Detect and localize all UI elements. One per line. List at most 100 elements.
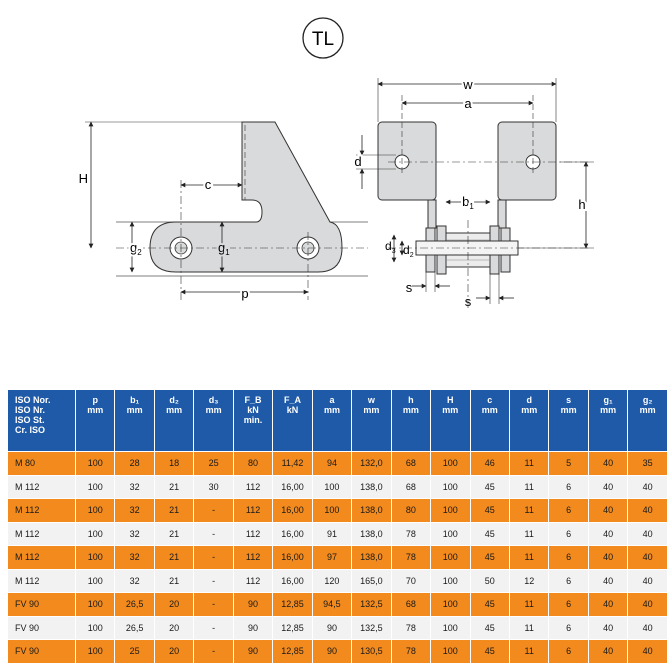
table-cell: 80 [233, 451, 274, 475]
table-cell: 16,00 [272, 474, 313, 499]
column-header-label: d₃ [208, 395, 219, 405]
table-cell: 100 [312, 498, 353, 522]
column-header-label: d [526, 395, 532, 405]
table-cell: 11 [509, 498, 550, 522]
table-cell: 50 [470, 568, 510, 593]
table-cell: 130,5 [351, 639, 392, 663]
column-header-unit: mm [126, 405, 143, 415]
table-cell: 45 [470, 498, 510, 522]
column-header-label: h [408, 395, 414, 405]
column-header-unit: mm [87, 405, 104, 415]
table-cell: 100 [430, 474, 471, 499]
column-header-unit: kN [286, 405, 299, 415]
table-cell: 40 [627, 639, 668, 663]
table-cell: 21 [154, 568, 195, 593]
table-cell: 12,85 [272, 592, 313, 616]
table-cell: 11 [509, 474, 550, 499]
column-header-unit: mm [205, 405, 222, 415]
table-cell: 32 [114, 521, 155, 546]
table-cell: 32 [114, 568, 155, 593]
column-header-unit: mm [600, 405, 617, 415]
dim-label-d2: d2 [403, 243, 414, 259]
table-cell: 6 [548, 521, 589, 546]
table-cell: 80 [391, 498, 432, 522]
column-header-unit: mm [560, 405, 577, 415]
table-cell: 25 [193, 451, 234, 475]
table-cell: - [193, 568, 234, 593]
table-cell: 40 [588, 498, 629, 522]
table-cell: 100 [75, 474, 116, 499]
table-cell: 45 [470, 474, 510, 499]
column-header-label: c [487, 395, 493, 405]
table-cell: 70 [391, 568, 432, 593]
table-cell: 40 [627, 521, 668, 546]
column-header-label: g₁ [603, 395, 613, 405]
table-cell: 40 [588, 474, 629, 499]
table-cell: 16,00 [272, 545, 313, 569]
side-view: H c g2 g1 p [79, 121, 368, 303]
table-cell: - [193, 592, 234, 616]
table-cell: 112 [233, 498, 274, 522]
dim-label-h: h [578, 197, 585, 212]
table-cell: - [193, 639, 234, 663]
table-cell: 78 [391, 521, 432, 546]
column-header-label: p [92, 395, 98, 405]
table-cell: 100 [430, 639, 471, 663]
table-cell: 11 [509, 451, 550, 475]
dim-label-d: d [354, 154, 361, 169]
table-cell: 21 [154, 521, 195, 546]
table-cell: 16,00 [272, 498, 313, 522]
column-header-label: d₂ [169, 395, 179, 405]
chain-technical-drawing: TL H c g2 g1 p [79, 17, 594, 310]
table-cell: FV 90 [8, 592, 76, 616]
table-cell: 100 [430, 592, 471, 616]
table-cell: 100 [75, 615, 116, 640]
column-header-label: F_B [244, 395, 262, 405]
table-cell: 40 [627, 498, 668, 522]
table-cell: 45 [470, 521, 510, 546]
table-cell: 100 [75, 568, 116, 593]
table-cell: 40 [588, 545, 629, 569]
column-header-unit: mm [363, 405, 380, 415]
table-cell: 97 [312, 545, 353, 569]
table-cell: 100 [430, 615, 471, 640]
table-cell: - [193, 545, 234, 569]
table-cell: 40 [588, 615, 629, 640]
table-cell: 32 [114, 498, 155, 522]
table-cell: 40 [627, 592, 668, 616]
table-cell: - [193, 498, 234, 522]
table-cell: 11 [509, 545, 550, 569]
table-cell: 40 [627, 568, 668, 593]
column-header-label: s [566, 395, 572, 405]
table-cell: 6 [548, 498, 589, 522]
table-cell: 112 [233, 568, 274, 593]
table-cell: 78 [391, 545, 432, 569]
table-cell: 94,5 [312, 592, 353, 616]
table-cell: 6 [548, 545, 589, 569]
table-cell: M 80 [8, 451, 76, 475]
table-cell: - [193, 615, 234, 640]
table-cell: 28 [114, 451, 155, 475]
dim-label-c: c [205, 177, 212, 192]
table-cell: 90 [312, 615, 353, 640]
table-cell: 68 [391, 592, 432, 616]
table-cell: 20 [154, 639, 195, 663]
table-cell: 11,42 [272, 451, 313, 475]
table-cell: FV 90 [8, 639, 76, 663]
table-cell: 138,0 [351, 474, 392, 499]
table-cell: 12,85 [272, 615, 313, 640]
table-cell: 32 [114, 545, 155, 569]
table-cell: 100 [75, 639, 116, 663]
table-cell: 78 [391, 639, 432, 663]
table-cell: 45 [470, 592, 510, 616]
